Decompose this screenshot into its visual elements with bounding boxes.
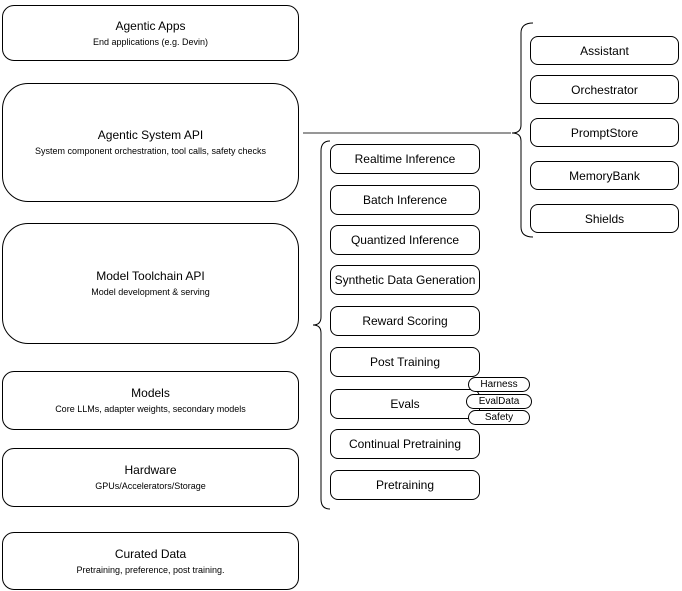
node-label: PromptStore	[570, 125, 639, 140]
toolchain-group-brace	[312, 140, 331, 510]
node-agentic-apps: Agentic Apps End applications (e.g. Devi…	[2, 5, 299, 61]
node-label: Realtime Inference	[354, 152, 456, 166]
node-shields: Shields	[530, 204, 679, 233]
node-label: Orchestrator	[571, 82, 638, 97]
pill-evaldata: EvalData	[466, 394, 532, 409]
node-title: Curated Data	[114, 546, 187, 561]
node-models: Models Core LLMs, adapter weights, secon…	[2, 371, 299, 430]
node-batch-inference: Batch Inference	[330, 185, 480, 215]
node-subtitle: GPUs/Accelerators/Storage	[95, 481, 206, 491]
pill-safety: Safety	[468, 410, 530, 425]
node-title: Model Toolchain API	[96, 269, 205, 283]
node-title: Agentic System API	[97, 128, 204, 142]
node-subtitle: Core LLMs, adapter weights, secondary mo…	[55, 404, 246, 414]
node-label: MemoryBank	[569, 168, 640, 183]
node-curated-data: Curated Data Pretraining, preference, po…	[2, 532, 299, 590]
pill-label: EvalData	[478, 395, 520, 407]
node-label: Pretraining	[375, 478, 435, 492]
node-orchestrator: Orchestrator	[530, 75, 679, 104]
node-assistant: Assistant	[530, 36, 679, 65]
pill-harness: Harness	[468, 377, 530, 392]
node-agentic-system-api: Agentic System API System component orch…	[2, 83, 299, 202]
node-subtitle: Pretraining, preference, post training.	[76, 564, 225, 575]
node-pretraining: Pretraining	[330, 470, 480, 500]
node-subtitle: System component orchestration, tool cal…	[34, 146, 267, 156]
node-hardware: Hardware GPUs/Accelerators/Storage	[2, 448, 299, 507]
node-subtitle: End applications (e.g. Devin)	[92, 36, 209, 47]
node-label: Reward Scoring	[362, 314, 448, 328]
node-label: Evals	[390, 397, 420, 411]
pill-label: Harness	[480, 378, 518, 390]
node-label: Assistant	[580, 43, 629, 58]
node-label: Shields	[584, 211, 625, 226]
node-synthetic-data-generation: Synthetic Data Generation	[330, 265, 480, 295]
node-title: Hardware	[124, 463, 177, 477]
node-title: Agentic Apps	[115, 18, 186, 33]
node-quantized-inference: Quantized Inference	[330, 225, 480, 255]
node-reward-scoring: Reward Scoring	[330, 306, 480, 336]
node-memorybank: MemoryBank	[530, 161, 679, 190]
node-post-training: Post Training	[330, 347, 480, 377]
node-continual-pretraining: Continual Pretraining	[330, 429, 480, 459]
node-model-toolchain-api: Model Toolchain API Model development & …	[2, 223, 299, 344]
node-label: Continual Pretraining	[348, 437, 462, 451]
node-evals: Evals	[330, 389, 480, 419]
node-title: Models	[131, 386, 170, 400]
node-realtime-inference: Realtime Inference	[330, 144, 480, 174]
node-label: Quantized Inference	[350, 233, 460, 247]
node-promptstore: PromptStore	[530, 118, 679, 147]
node-label: Post Training	[369, 355, 441, 369]
node-subtitle: Model development & serving	[91, 287, 210, 297]
node-label: Synthetic Data Generation	[334, 273, 476, 287]
node-label: Batch Inference	[362, 193, 448, 207]
pill-label: Safety	[484, 411, 514, 423]
